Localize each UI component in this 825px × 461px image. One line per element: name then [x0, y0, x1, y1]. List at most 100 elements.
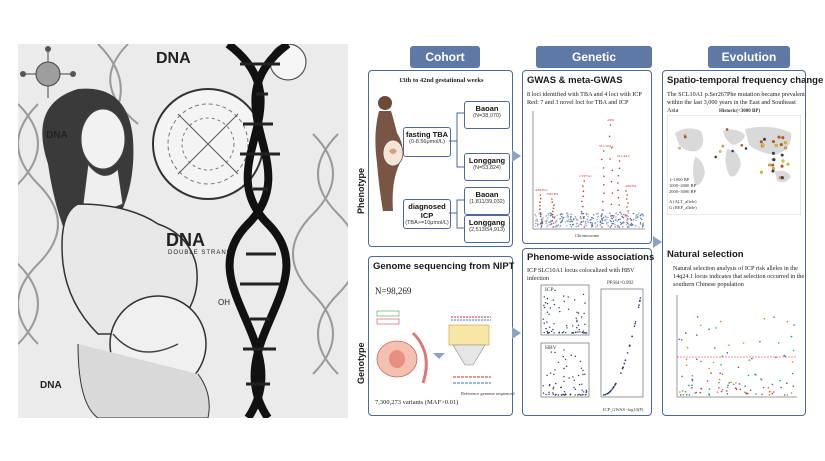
manhattan-point	[534, 214, 536, 216]
manhattan-point	[595, 226, 597, 228]
icp-point	[565, 332, 567, 334]
selection-point	[691, 375, 694, 377]
manhattan-point	[555, 226, 557, 228]
manhattan-point	[544, 220, 546, 222]
pregnancy-dna-illustration: DNA DNA DNA DOUBLE STRAND DNA OH	[18, 44, 348, 418]
selection-point	[760, 378, 763, 381]
icp-point	[584, 323, 586, 325]
selection-point	[720, 390, 723, 393]
manhattan-point	[568, 218, 570, 220]
phewas-hbv-label: HBV	[545, 345, 557, 351]
hbv-point	[573, 386, 575, 389]
icp-point	[553, 332, 555, 334]
manhattan-point	[570, 213, 572, 215]
phewas-box: Phenome-wide associations ICP SLC10A1 lo…	[522, 248, 654, 416]
manhattan-point	[609, 220, 612, 222]
phewas-icp-frame	[540, 284, 590, 336]
selection-point	[759, 340, 761, 343]
selection-point	[678, 338, 680, 341]
hbv-point	[578, 393, 580, 395]
manhattan-peak-point	[626, 194, 628, 196]
selection-point	[726, 351, 729, 354]
hbv-point	[572, 376, 574, 378]
selection-point	[715, 327, 717, 329]
dna-label-mid-sub: DOUBLE STRAND	[168, 250, 233, 256]
selection-desc2: 14q24.1 locus indicates that selection o…	[673, 273, 805, 280]
map-sample-point	[759, 170, 763, 174]
manhattan-point	[640, 217, 642, 219]
manhattan-point	[635, 214, 638, 216]
coloc-point	[621, 367, 624, 370]
manhattan-point	[570, 215, 572, 218]
manhattan-point	[584, 221, 586, 223]
manhattan-point	[564, 221, 566, 223]
map-sample-point	[783, 141, 787, 145]
manhattan-peak-point	[627, 210, 629, 212]
selection-point	[761, 393, 763, 396]
manhattan-point	[630, 219, 633, 221]
manhattan-point	[585, 222, 587, 225]
manhattan-peak-point	[611, 146, 613, 149]
hbv-point	[557, 361, 560, 363]
phewas-scatter-frame	[600, 288, 644, 398]
manhattan-peak-point	[617, 196, 620, 199]
manhattan-peak-point	[580, 221, 583, 223]
hbv-point	[568, 377, 570, 379]
selection-point	[747, 392, 749, 395]
manhattan-peak-point	[618, 160, 621, 162]
hbv-point	[557, 394, 559, 396]
icp-point	[549, 326, 551, 328]
manhattan-point	[625, 216, 628, 218]
historic-label: Historic(<3000 BP)	[719, 109, 761, 114]
manhattan-peak-point	[539, 204, 541, 207]
icp-point	[548, 331, 550, 334]
manhattan-point	[548, 214, 550, 216]
gene-label: ABCB11	[535, 188, 548, 192]
hbv-point	[552, 392, 554, 394]
manhattan-peak-point	[617, 218, 620, 221]
manhattan-point	[540, 213, 542, 216]
phewas-hbv-frame	[540, 342, 590, 398]
manhattan-peak-point	[618, 226, 620, 228]
manhattan-point	[549, 221, 551, 223]
manhattan-point	[589, 222, 592, 224]
manhattan-point	[586, 214, 588, 216]
selection-point	[721, 388, 724, 391]
manhattan-point	[613, 215, 615, 217]
manhattan-point	[556, 214, 558, 217]
manhattan-peak-point	[626, 198, 628, 200]
icp-point	[575, 331, 577, 334]
manhattan-peak-point	[582, 205, 584, 208]
baoan-1-name: Baoan	[475, 104, 499, 113]
manhattan-point	[535, 215, 537, 217]
gestational-weeks-label: 13th to 42nd gestational weeks	[399, 77, 484, 84]
manhattan-point	[627, 215, 629, 218]
manhattan-point	[575, 225, 578, 228]
icp-point	[552, 299, 554, 301]
spatio-desc2: within the last 3,000 years in the East …	[667, 99, 796, 114]
selection-point	[772, 391, 775, 393]
selection-point	[730, 381, 732, 384]
longgang-box-2: Longgang (2,513/54,913)	[464, 215, 510, 243]
map-sample-point	[771, 151, 775, 155]
manhattan-point	[630, 222, 633, 225]
selection-point	[681, 390, 684, 392]
selection-point	[721, 355, 724, 357]
hbv-point	[583, 391, 585, 393]
illustration-drawing	[18, 44, 348, 418]
coloc-point	[631, 335, 633, 338]
fasting-tba-name: fasting TBA	[405, 130, 449, 139]
manhattan-point	[638, 212, 640, 214]
manhattan-peak-point	[551, 213, 554, 216]
gwas-box: GWAS & meta-GWAS 8 loci identified with …	[522, 70, 652, 244]
manhattan-point	[593, 214, 595, 216]
icp-point	[576, 311, 578, 313]
manhattan-point	[632, 218, 635, 221]
manhattan-point	[616, 220, 619, 223]
manhattan-point	[542, 217, 544, 219]
map-sample-point	[718, 150, 722, 153]
manhattan-peak-point	[602, 150, 605, 152]
manhattan-point	[596, 225, 599, 227]
map-sample-point	[771, 169, 775, 173]
selection-point	[688, 394, 691, 396]
